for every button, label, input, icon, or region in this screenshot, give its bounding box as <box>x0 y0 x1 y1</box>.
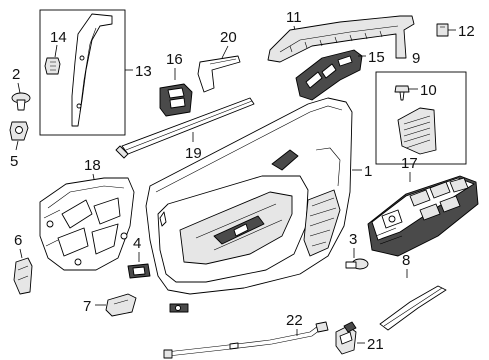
release-cable-part <box>163 321 329 359</box>
callout-20: 20 <box>220 29 237 46</box>
callout-5: 5 <box>10 153 18 170</box>
handle-cover-part <box>105 293 137 317</box>
callout-10: 10 <box>420 82 437 99</box>
callout-22: 22 <box>286 312 303 329</box>
callout-13: 13 <box>135 63 152 80</box>
inset-box-screw <box>375 71 467 165</box>
callout-19: 19 <box>185 145 202 162</box>
push-pin-part <box>11 92 31 111</box>
callout-1: 1 <box>364 163 372 180</box>
speaker-grille-part <box>397 107 437 155</box>
trim-clip-part <box>127 263 151 279</box>
trim-strip-part <box>197 55 241 93</box>
inset-box-pillar <box>39 9 126 136</box>
side-trim-part <box>13 257 33 295</box>
callout-6: 6 <box>14 232 22 249</box>
inner-bracket-part <box>39 177 135 271</box>
callout-7: 7 <box>83 298 91 315</box>
upper-garnish-part <box>267 15 415 63</box>
callout-14: 14 <box>50 29 67 46</box>
callout-8: 8 <box>402 252 410 269</box>
mirror-switch-part <box>159 83 193 117</box>
end-cap-part <box>436 23 449 37</box>
pillar-clip-part <box>44 57 61 75</box>
callout-2: 2 <box>12 66 20 83</box>
callout-4: 4 <box>133 235 141 252</box>
window-switch-bezel-part <box>295 49 363 101</box>
callout-16: 16 <box>166 51 183 68</box>
callout-17: 17 <box>401 155 418 172</box>
belt-weatherstrip-part <box>115 97 255 159</box>
clip-part <box>9 121 29 141</box>
callout-9: 9 <box>412 50 420 67</box>
master-window-switch-part <box>367 175 479 257</box>
callout-21: 21 <box>367 336 384 353</box>
callout-15: 15 <box>368 49 385 66</box>
callout-11: 11 <box>286 9 302 26</box>
pillar-trim-part <box>71 13 113 127</box>
lower-molding-part <box>379 285 447 331</box>
sensor-connector-part <box>335 321 357 355</box>
callout-3: 3 <box>349 231 357 248</box>
door-trim-panel-part <box>145 97 353 313</box>
callout-18: 18 <box>84 157 101 174</box>
retainer-pin-part <box>345 258 369 270</box>
callout-12: 12 <box>458 23 475 40</box>
screw-part <box>394 85 410 101</box>
